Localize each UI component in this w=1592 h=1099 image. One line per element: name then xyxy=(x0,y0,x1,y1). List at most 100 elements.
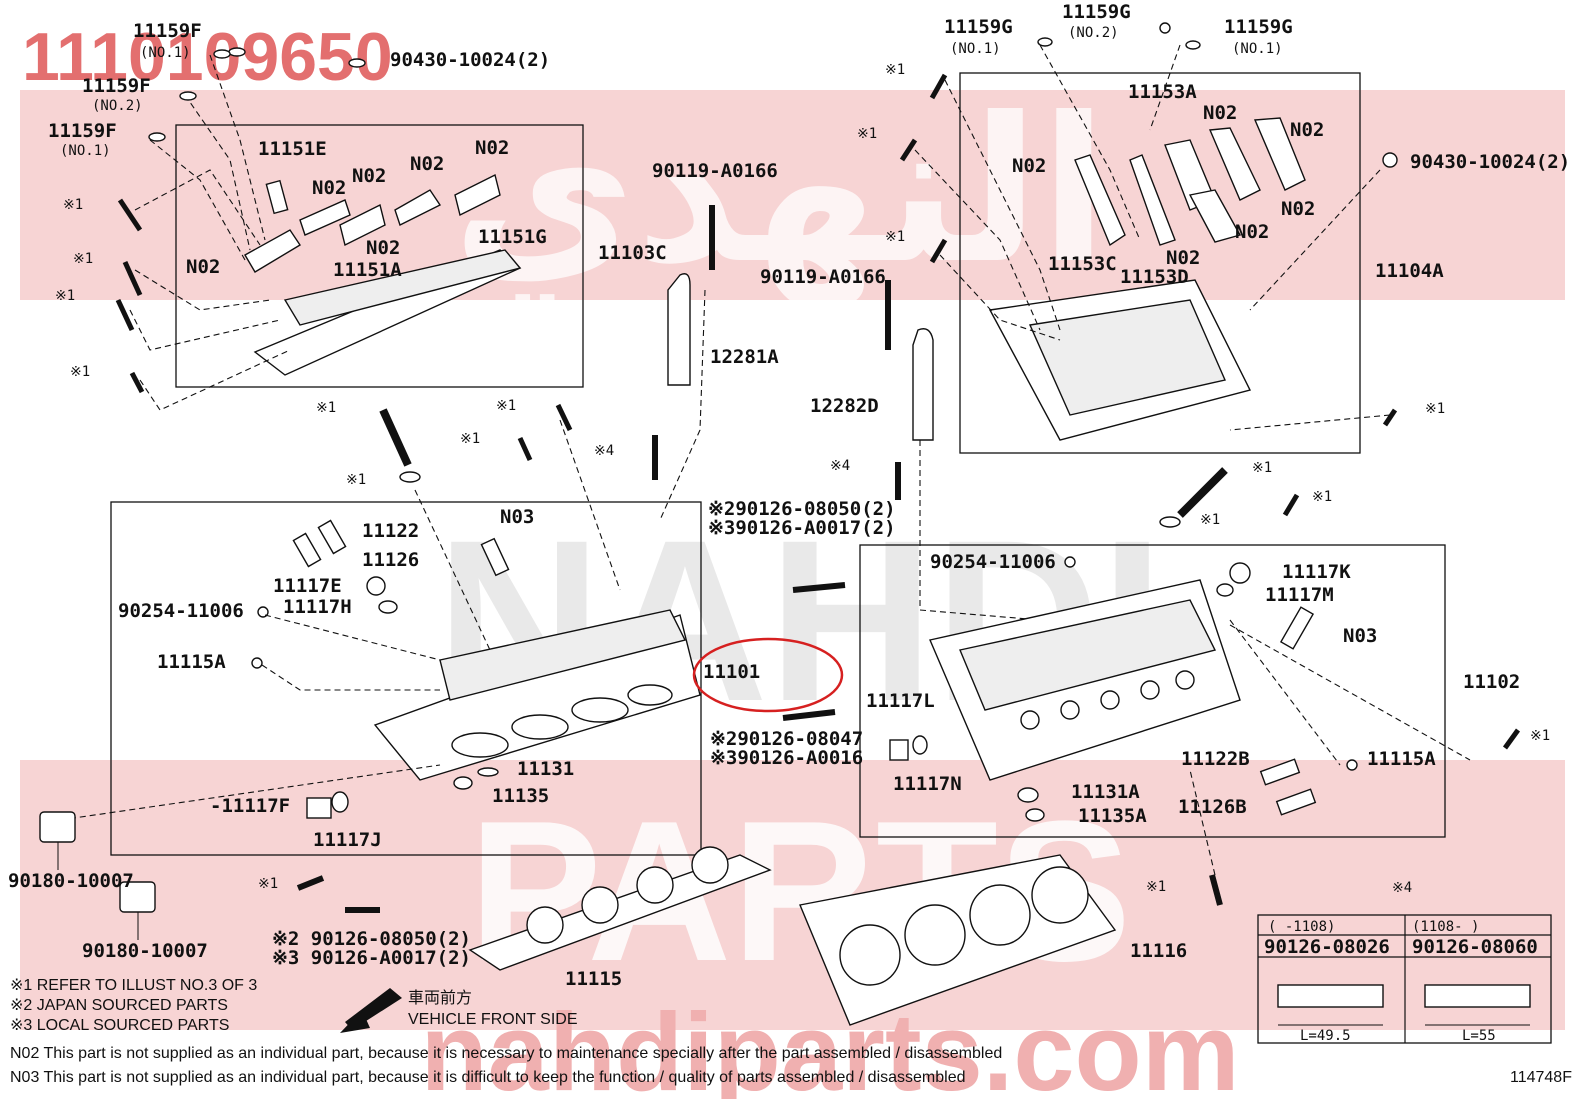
label-ref1-b: ※1 xyxy=(73,251,93,267)
label-11117J: 11117J xyxy=(313,829,382,851)
label-mref1-f: ※1 xyxy=(1312,489,1332,505)
label-11122: 11122 xyxy=(362,520,419,542)
front-jp: 車両前方 xyxy=(408,989,472,1007)
watermark-part-number: 1110109650 xyxy=(22,19,393,95)
label-n02-a: N02 xyxy=(475,137,509,159)
stud-table xyxy=(1257,914,1552,1044)
label-90180-b: 90180-10007 xyxy=(82,940,208,962)
label-rn02-a: N02 xyxy=(1203,102,1237,124)
label-11159G-no2: 11159G xyxy=(1062,1,1131,23)
label-stud2: ※290126-08050(2) xyxy=(708,498,896,520)
label-11151E: 11151E xyxy=(258,138,327,160)
gasket-11116 xyxy=(799,854,1117,1026)
label-90119-a: 90119-A0166 xyxy=(652,160,778,182)
label-11159G-no1-r-sub: (NO.1) xyxy=(1232,41,1283,57)
label-11126: 11126 xyxy=(362,549,419,571)
label-bstud3: ※3 90126-A0017(2) xyxy=(272,947,471,969)
label-n02-e: N02 xyxy=(366,237,400,259)
label-11115A-left: 11115A xyxy=(157,651,226,673)
label-n03-right: N03 xyxy=(1343,625,1377,647)
label-11159F-top: 11159F xyxy=(133,20,202,42)
label-90254-left: 90254-11006 xyxy=(118,600,244,622)
left-bolts xyxy=(115,47,366,394)
label-mref1-a: ※1 xyxy=(316,400,336,416)
label-11116: 11116 xyxy=(1130,940,1187,962)
label-ref1-d: ※1 xyxy=(70,364,90,380)
front-en: VEHICLE FRONT SIDE xyxy=(408,1011,578,1028)
table-ref: ※4 xyxy=(1392,880,1412,896)
label-90430-left: 90430-10024(2) xyxy=(390,49,550,71)
label-rn02-e: N02 xyxy=(1235,221,1269,243)
label-rn02-b: N02 xyxy=(1290,119,1324,141)
note-n03: N03 This part is not supplied as an indi… xyxy=(10,1069,966,1086)
label-11101: 11101 xyxy=(703,661,760,683)
label-rn02-c: N02 xyxy=(1012,155,1046,177)
label-11115: 11115 xyxy=(565,968,622,990)
label-11159F-no2: 11159F xyxy=(82,75,151,97)
left-plugs xyxy=(39,811,156,940)
left-dashed-leaders xyxy=(129,54,291,411)
gasket-11115 xyxy=(468,846,772,971)
label-90180-a: 90180-10007 xyxy=(8,870,134,892)
vehicle-front-arrow-icon xyxy=(340,988,402,1033)
label-n02-c: N02 xyxy=(352,165,386,187)
label-mref1-d: ※1 xyxy=(346,472,366,488)
label-90430-right: 90430-10024(2) xyxy=(1410,151,1570,173)
label-11117L: 11117L xyxy=(866,690,935,712)
label-11102: 11102 xyxy=(1463,671,1520,693)
label-bstud2: ※2 90126-08050(2) xyxy=(272,928,471,950)
label-11104A: 11104A xyxy=(1375,260,1444,282)
label-n02-d: N02 xyxy=(312,177,346,199)
label-11117E: 11117E xyxy=(273,575,342,597)
label-11159F-no2-sub: (NO.2) xyxy=(92,98,143,114)
box-11103C xyxy=(175,124,584,388)
label-stud-mid3: ※390126-A0016 xyxy=(710,747,863,769)
label-stud3: ※390126-A0017(2) xyxy=(708,517,896,539)
table-col1-len: L=49.5 xyxy=(1300,1028,1351,1044)
label-11159G-no1-l-sub: (NO.1) xyxy=(950,41,1001,57)
label-11159F-top-sub: (NO.1) xyxy=(140,45,191,61)
head-11101-drawing xyxy=(59,519,701,821)
housing-11103C-drawing xyxy=(244,173,522,376)
label-stud-mid2: ※290126-08047 xyxy=(710,728,863,750)
bottom-studs xyxy=(296,875,380,913)
label-11153C: 11153C xyxy=(1048,253,1117,275)
label-11151G: 11151G xyxy=(478,226,547,248)
table-col2-head: (1108- ) xyxy=(1412,919,1479,935)
label-11135A: 11135A xyxy=(1078,805,1147,827)
table-col1-head: ( -1108) xyxy=(1268,919,1335,935)
label-mref1-b: ※1 xyxy=(496,398,516,414)
label-11117K: 11117K xyxy=(1282,561,1351,583)
note-n02: N02 This part is not supplied as an indi… xyxy=(10,1045,1002,1062)
label-bref1: ※1 xyxy=(258,876,278,892)
label-mref1-e: ※1 xyxy=(1252,460,1272,476)
note-ref1: ※1 REFER TO ILLUST NO.3 OF 3 xyxy=(10,977,257,994)
label-11151A: 11151A xyxy=(333,259,402,281)
box-11102 xyxy=(859,544,1446,838)
label-90119-b: 90119-A0166 xyxy=(760,266,886,288)
watermark-brand-arabic: النهدي xyxy=(452,75,1108,309)
highlight-11101[interactable] xyxy=(692,637,844,713)
callout-labels: 11159F (NO.1) 90430-10024(2) 11159F (NO.… xyxy=(8,1,1570,990)
label-11117H: 11117H xyxy=(283,596,352,618)
label-90254-right: 90254-11006 xyxy=(930,551,1056,573)
table-col2-part: 90126-08060 xyxy=(1412,936,1538,958)
label-11126B: 11126B xyxy=(1178,796,1247,818)
label-11122B: 11122B xyxy=(1181,748,1250,770)
label-11135: 11135 xyxy=(492,785,549,807)
label-11153D: 11153D xyxy=(1120,266,1189,288)
label-11159G-no1-l: 11159G xyxy=(944,16,1013,38)
note-ref3: ※3 LOCAL SOURCED PARTS xyxy=(10,1017,229,1034)
label-rn02-d: N02 xyxy=(1281,198,1315,220)
label-ref1-c: ※1 xyxy=(55,288,75,304)
label-11159F-no1-sub: (NO.1) xyxy=(60,143,111,159)
illust-id: 114748F xyxy=(1510,1069,1572,1086)
head-11102-drawing xyxy=(889,556,1471,822)
label-11103C: 11103C xyxy=(598,242,667,264)
label-11117N: 11117N xyxy=(893,773,962,795)
label-n03-left: N03 xyxy=(500,506,534,528)
label-11159G-no2-sub: (NO.2) xyxy=(1068,25,1119,41)
label-11131: 11131 xyxy=(517,758,574,780)
label-rref1-b: ※1 xyxy=(857,126,877,142)
